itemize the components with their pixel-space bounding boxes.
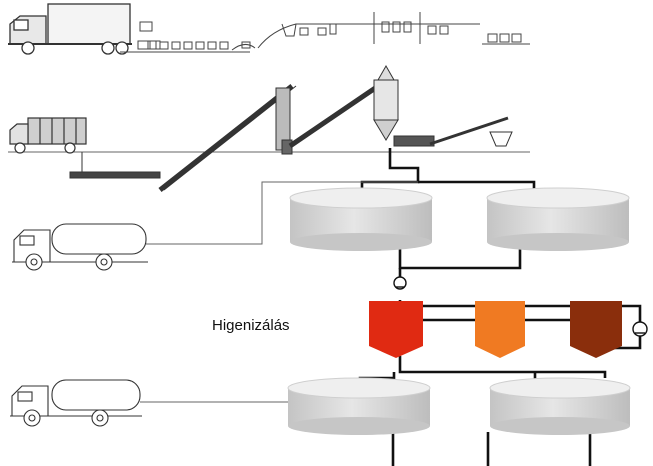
garbage-truck-icon [9, 117, 87, 154]
pump-icon [393, 276, 407, 290]
feed-lines [140, 181, 418, 403]
hygienization-tank-red [369, 301, 423, 358]
silo-icon [373, 64, 513, 147]
storage-tank [486, 187, 630, 251]
tanker-truck-icon [10, 379, 142, 427]
hygienization-tank-orange [475, 301, 525, 358]
hygienization-tank-brown [570, 301, 622, 358]
storage-tank [287, 377, 431, 435]
storage-tank [289, 187, 433, 251]
conveyor-icon [69, 75, 392, 192]
delivery-truck-icon [8, 3, 132, 55]
hygienization-label: Higenizálás [212, 317, 290, 334]
pump-icon [632, 321, 648, 337]
tanker-truck-icon [12, 223, 148, 271]
storage-tank [489, 377, 631, 435]
bag-conveyor-icon [120, 12, 530, 53]
